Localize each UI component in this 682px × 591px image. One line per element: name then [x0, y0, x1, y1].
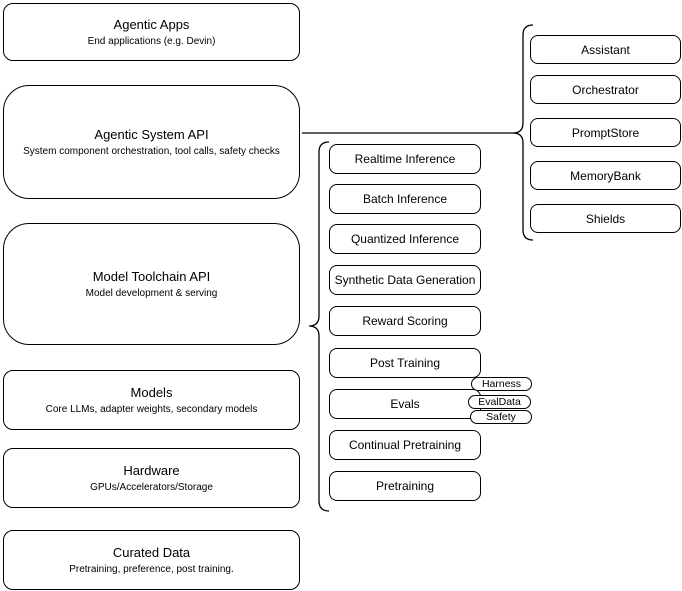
- tag-evaldata-label: EvalData: [478, 395, 521, 408]
- box-models-title: Models: [130, 384, 173, 400]
- box-agentic-system-api-title: Agentic System API: [94, 126, 209, 142]
- box-curated-data: Curated Data Pretraining, preference, po…: [3, 530, 300, 590]
- node-pretraining-label: Pretraining: [375, 479, 435, 493]
- node-reward-scoring: Reward Scoring: [329, 306, 481, 336]
- box-models-subtitle: Core LLMs, adapter weights, secondary mo…: [45, 403, 258, 415]
- box-model-toolchain-api: Model Toolchain API Model development & …: [3, 223, 300, 345]
- tag-safety: Safety: [470, 410, 532, 424]
- box-curated-data-subtitle: Pretraining, preference, post training.: [69, 563, 234, 575]
- tag-evaldata: EvalData: [468, 395, 531, 409]
- box-hardware: Hardware GPUs/Accelerators/Storage: [3, 448, 300, 508]
- box-agentic-apps: Agentic Apps End applications (e.g. Devi…: [3, 3, 300, 61]
- node-assistant: Assistant: [530, 35, 681, 64]
- box-hardware-subtitle: GPUs/Accelerators/Storage: [90, 481, 213, 493]
- node-orchestrator: Orchestrator: [530, 75, 681, 104]
- node-reward-scoring-label: Reward Scoring: [362, 314, 448, 328]
- box-curated-data-title: Curated Data: [112, 544, 191, 560]
- node-evals-label: Evals: [390, 397, 420, 411]
- node-continual-pretraining: Continual Pretraining: [329, 430, 481, 460]
- box-agentic-system-api: Agentic System API System component orch…: [3, 85, 300, 199]
- tag-harness: Harness: [471, 377, 532, 391]
- node-orchestrator-label: Orchestrator: [572, 82, 639, 97]
- tag-safety-label: Safety: [486, 410, 516, 423]
- node-evals: Evals: [329, 389, 481, 419]
- box-agentic-apps-subtitle: End applications (e.g. Devin): [87, 35, 216, 47]
- node-batch-inference: Batch Inference: [329, 184, 481, 214]
- box-agentic-apps-title: Agentic Apps: [113, 16, 190, 32]
- node-synthetic-data-generation-label: Synthetic Data Generation: [334, 273, 476, 287]
- node-realtime-inference-label: Realtime Inference: [354, 152, 456, 166]
- node-promptstore-label: PromptStore: [571, 125, 640, 140]
- node-continual-pretraining-label: Continual Pretraining: [348, 438, 462, 452]
- box-model-toolchain-api-subtitle: Model development & serving: [85, 287, 218, 299]
- brace-right-group: [512, 24, 534, 241]
- node-quantized-inference-label: Quantized Inference: [350, 232, 460, 246]
- node-assistant-label: Assistant: [581, 42, 630, 57]
- node-synthetic-data-generation: Synthetic Data Generation: [329, 265, 481, 295]
- node-memorybank: MemoryBank: [530, 161, 681, 190]
- brace-middle-group: [308, 141, 330, 512]
- box-model-toolchain-api-title: Model Toolchain API: [92, 268, 211, 284]
- box-agentic-system-api-subtitle: System component orchestration, tool cal…: [23, 145, 280, 157]
- node-memorybank-label: MemoryBank: [570, 168, 641, 183]
- node-quantized-inference: Quantized Inference: [329, 224, 481, 254]
- node-pretraining: Pretraining: [329, 471, 481, 501]
- tag-harness-label: Harness: [481, 377, 522, 390]
- node-post-training-label: Post Training: [369, 356, 441, 370]
- box-models: Models Core LLMs, adapter weights, secon…: [3, 370, 300, 430]
- box-hardware-title: Hardware: [123, 462, 180, 478]
- node-promptstore: PromptStore: [530, 118, 681, 147]
- node-realtime-inference: Realtime Inference: [329, 144, 481, 174]
- node-shields-label: Shields: [585, 211, 626, 226]
- node-post-training: Post Training: [329, 348, 481, 378]
- node-batch-inference-label: Batch Inference: [362, 192, 448, 206]
- node-shields: Shields: [530, 204, 681, 233]
